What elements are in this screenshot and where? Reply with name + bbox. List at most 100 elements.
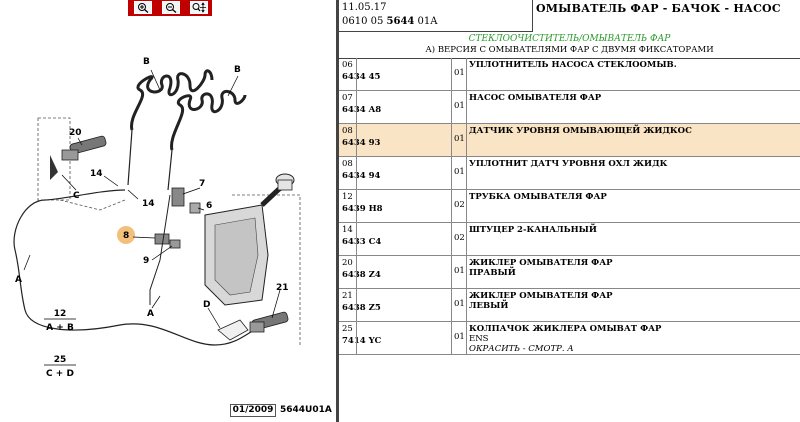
col-divider-2 [451, 256, 452, 288]
panel-divider[interactable] [336, 0, 339, 422]
parts-table-panel: 11.05.17 0610 05 5644 01A ОМЫВАТЕЛЬ ФАР … [339, 0, 800, 422]
row-quantity: 01 [454, 266, 465, 276]
jet-21-part [249, 311, 289, 333]
row-description-side: ПРАВЫЙ [469, 268, 516, 278]
legend-12-num: 12 [54, 309, 67, 319]
header-date: 11.05.17 [342, 2, 387, 13]
row-part-number: 6434 A8 [342, 105, 382, 115]
pipe-a [13, 189, 263, 346]
seal-9-part [169, 239, 181, 249]
col-divider-2 [451, 223, 452, 255]
callout-14-a: 14 [90, 169, 103, 179]
diagram-code: 5644U01A [280, 405, 332, 415]
col-divider-2 [451, 91, 452, 123]
col-divider-2 [451, 190, 452, 222]
callout-9: 9 [143, 256, 149, 266]
col-divider-3 [466, 223, 467, 255]
zoom-in-button[interactable] [134, 1, 152, 14]
row-description-text: ТРУБКА ОМЫВАТЕЛЯ ФАР [469, 192, 607, 202]
row-quantity: 01 [454, 101, 465, 111]
header-code-bold: 5644 [386, 16, 415, 27]
row-ref: 14 [342, 225, 353, 235]
row-description: УПЛОТНИТЕЛЬ НАСОСА СТЕКЛООМЫВ. [469, 60, 677, 70]
col-divider-1 [356, 190, 357, 222]
table-row[interactable]: 08 6434 93 01 ДАТЧИК УРОВНЯ ОМЫВАЮЩЕЙ ЖИДКО… [339, 124, 800, 157]
row-part-number: 6433 C4 [342, 237, 382, 247]
row-ref: 07 [342, 93, 353, 103]
col-divider-2 [451, 157, 452, 189]
col-divider-1 [356, 58, 357, 90]
row-description: УПЛОТНИТ ДАТЧ УРОВНЯ ОХЛ ЖИДК [469, 159, 667, 169]
col-divider-1 [356, 223, 357, 255]
pan-zoom-button[interactable] [190, 1, 208, 14]
row-part-number: 6434 94 [342, 171, 381, 181]
sensor-8-part [154, 233, 170, 245]
row-part-number: 6438 Z5 [342, 303, 381, 313]
diagram-panel: B B 20 7 14 14 C 6 8 9 A A D 21 12 A + B… [0, 0, 336, 422]
callout-14-b: 14 [142, 199, 155, 209]
zoom-out-button[interactable] [162, 1, 180, 14]
row-part-number: 6438 Z4 [342, 270, 381, 280]
row-part-number: 6434 45 [342, 72, 381, 82]
callout-A-2: A [147, 309, 154, 319]
row-part-number: 6434 93 [342, 138, 381, 148]
row-ref: 21 [342, 291, 353, 301]
col-divider-3 [466, 322, 467, 354]
callout-6: 6 [206, 201, 212, 211]
zoom-in-icon [138, 3, 149, 13]
row-ref: 08 [342, 159, 353, 169]
row-part-number: 7414 YC [342, 336, 382, 346]
callout-C: C [73, 191, 80, 201]
pan-zoom-icon [192, 2, 206, 13]
row-description-text: ЖИКЛЕР ОМЫВАТЕЛЯ ФАР [469, 258, 613, 268]
col-divider-2 [451, 322, 452, 354]
callout-B-2: B [234, 65, 241, 75]
row-description-side: ЛЕВЫЙ [469, 301, 509, 311]
category-link[interactable]: СТЕКЛООЧИСТИТЕЛЬ/ОМЫВАТЕЛЬ ФАР [468, 34, 671, 44]
callout-D: D [203, 300, 210, 310]
col-divider-1 [356, 289, 357, 321]
col-divider-1 [356, 322, 357, 354]
callout-20: 20 [69, 128, 82, 138]
zoom-out-icon [166, 3, 177, 13]
row-note: ОКРАСИТЬ - СМОТР. А [469, 344, 574, 354]
row-quantity: 01 [454, 332, 465, 342]
legend-12-code: A + B [46, 323, 74, 333]
row-ref: 08 [342, 126, 353, 136]
row-description: ДАТЧИК УРОВНЯ ОМЫВАЮЩЕЙ ЖИДКОС [469, 126, 692, 136]
row-ref: 20 [342, 258, 353, 268]
hose-b-lower [170, 90, 247, 151]
row-ref: 06 [342, 60, 353, 70]
header-info: 11.05.17 0610 05 5644 01A [339, 0, 533, 32]
row-description: ШТУЦЕР 2-КАНАЛЬНЫЙ [469, 225, 597, 235]
cap-d-part [217, 319, 249, 341]
row-part-number: 6439 H8 [342, 204, 383, 214]
col-divider-3 [466, 124, 467, 156]
row-description-text: КОЛПАЧОК ЖИКЛЕРА ОМЫВАТ ФАР [469, 324, 662, 334]
seal-6-part [189, 202, 201, 214]
row-description-text: ЖИКЛЕР ОМЫВАТЕЛЯ ФАР [469, 291, 613, 301]
row-description: ТРУБКА ОМЫВАТЕЛЯ ФАР [469, 192, 607, 202]
row-description-text: УПЛОТНИТ ДАТЧ УРОВНЯ ОХЛ ЖИДК [469, 159, 668, 169]
col-divider-3 [466, 289, 467, 321]
header-code: 0610 05 5644 01A [342, 16, 438, 27]
col-divider-3 [466, 58, 467, 90]
jet-20-part [50, 135, 107, 180]
diagram-date: 01/2009 [230, 404, 276, 417]
callout-21: 21 [276, 283, 289, 293]
row-quantity: 01 [454, 134, 465, 144]
col-divider-3 [466, 190, 467, 222]
row-ref: 25 [342, 324, 353, 334]
callout-8: 8 [123, 231, 129, 241]
header-code-prefix: 0610 05 [342, 16, 387, 27]
